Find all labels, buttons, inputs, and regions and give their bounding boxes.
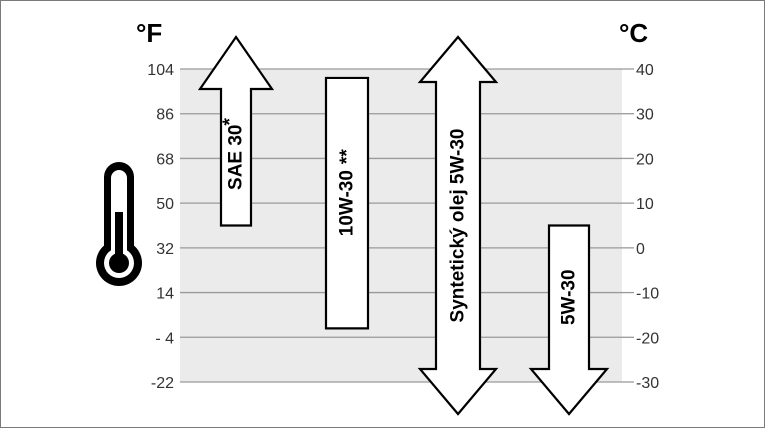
oil-bands: SAE 30* 10W-30 ** Syntetický olej 5W-30 5W-3… bbox=[197, 35, 610, 416]
band-note-sae-30: * bbox=[220, 118, 241, 126]
fahrenheit-tick-label: -22 bbox=[151, 375, 174, 392]
celsius-tick-label: 20 bbox=[636, 151, 654, 168]
celsius-tick-label: 30 bbox=[636, 107, 654, 124]
fahrenheit-unit-label: °F bbox=[136, 18, 162, 48]
band-label-10w-30: 10W-30 bbox=[337, 170, 358, 236]
celsius-tick-label: 40 bbox=[636, 62, 654, 79]
fahrenheit-tick-label: 86 bbox=[156, 107, 174, 124]
band-syntetick-olej-5w-30 bbox=[417, 35, 499, 416]
celsius-tick-label: -10 bbox=[636, 286, 659, 303]
band-10w-30 bbox=[324, 76, 370, 330]
celsius-tick-label: -20 bbox=[636, 330, 659, 347]
thermometer-icon bbox=[96, 162, 142, 286]
band-note-10w-30: ** bbox=[337, 149, 358, 164]
band-sae-30 bbox=[197, 35, 275, 227]
fahrenheit-tick-label: 104 bbox=[147, 62, 174, 79]
fahrenheit-tick-label: 32 bbox=[156, 241, 174, 258]
fahrenheit-tick-label: 14 bbox=[156, 286, 174, 303]
fahrenheit-tick-label: 68 bbox=[156, 151, 174, 168]
band-5w-30 bbox=[528, 224, 610, 416]
celsius-tick-label: 0 bbox=[636, 241, 645, 258]
celsius-unit-label: °C bbox=[619, 18, 648, 48]
band-label-5w-30: 5W-30 bbox=[559, 269, 580, 325]
band-label-sae-30: SAE 30 bbox=[226, 125, 247, 190]
celsius-tick-label: -30 bbox=[636, 375, 659, 392]
fahrenheit-tick-label: - 4 bbox=[155, 330, 174, 347]
fahrenheit-tick-label: 50 bbox=[156, 196, 174, 213]
celsius-axis: 40 30 20 10 0 -10 -20 -30 bbox=[636, 62, 659, 392]
band-label-syntetick-olej-5w-30: Syntetický olej 5W-30 bbox=[448, 129, 469, 323]
fahrenheit-axis: 104 86 68 50 32 14 - 4 -22 bbox=[147, 62, 174, 392]
celsius-tick-label: 10 bbox=[636, 196, 654, 213]
